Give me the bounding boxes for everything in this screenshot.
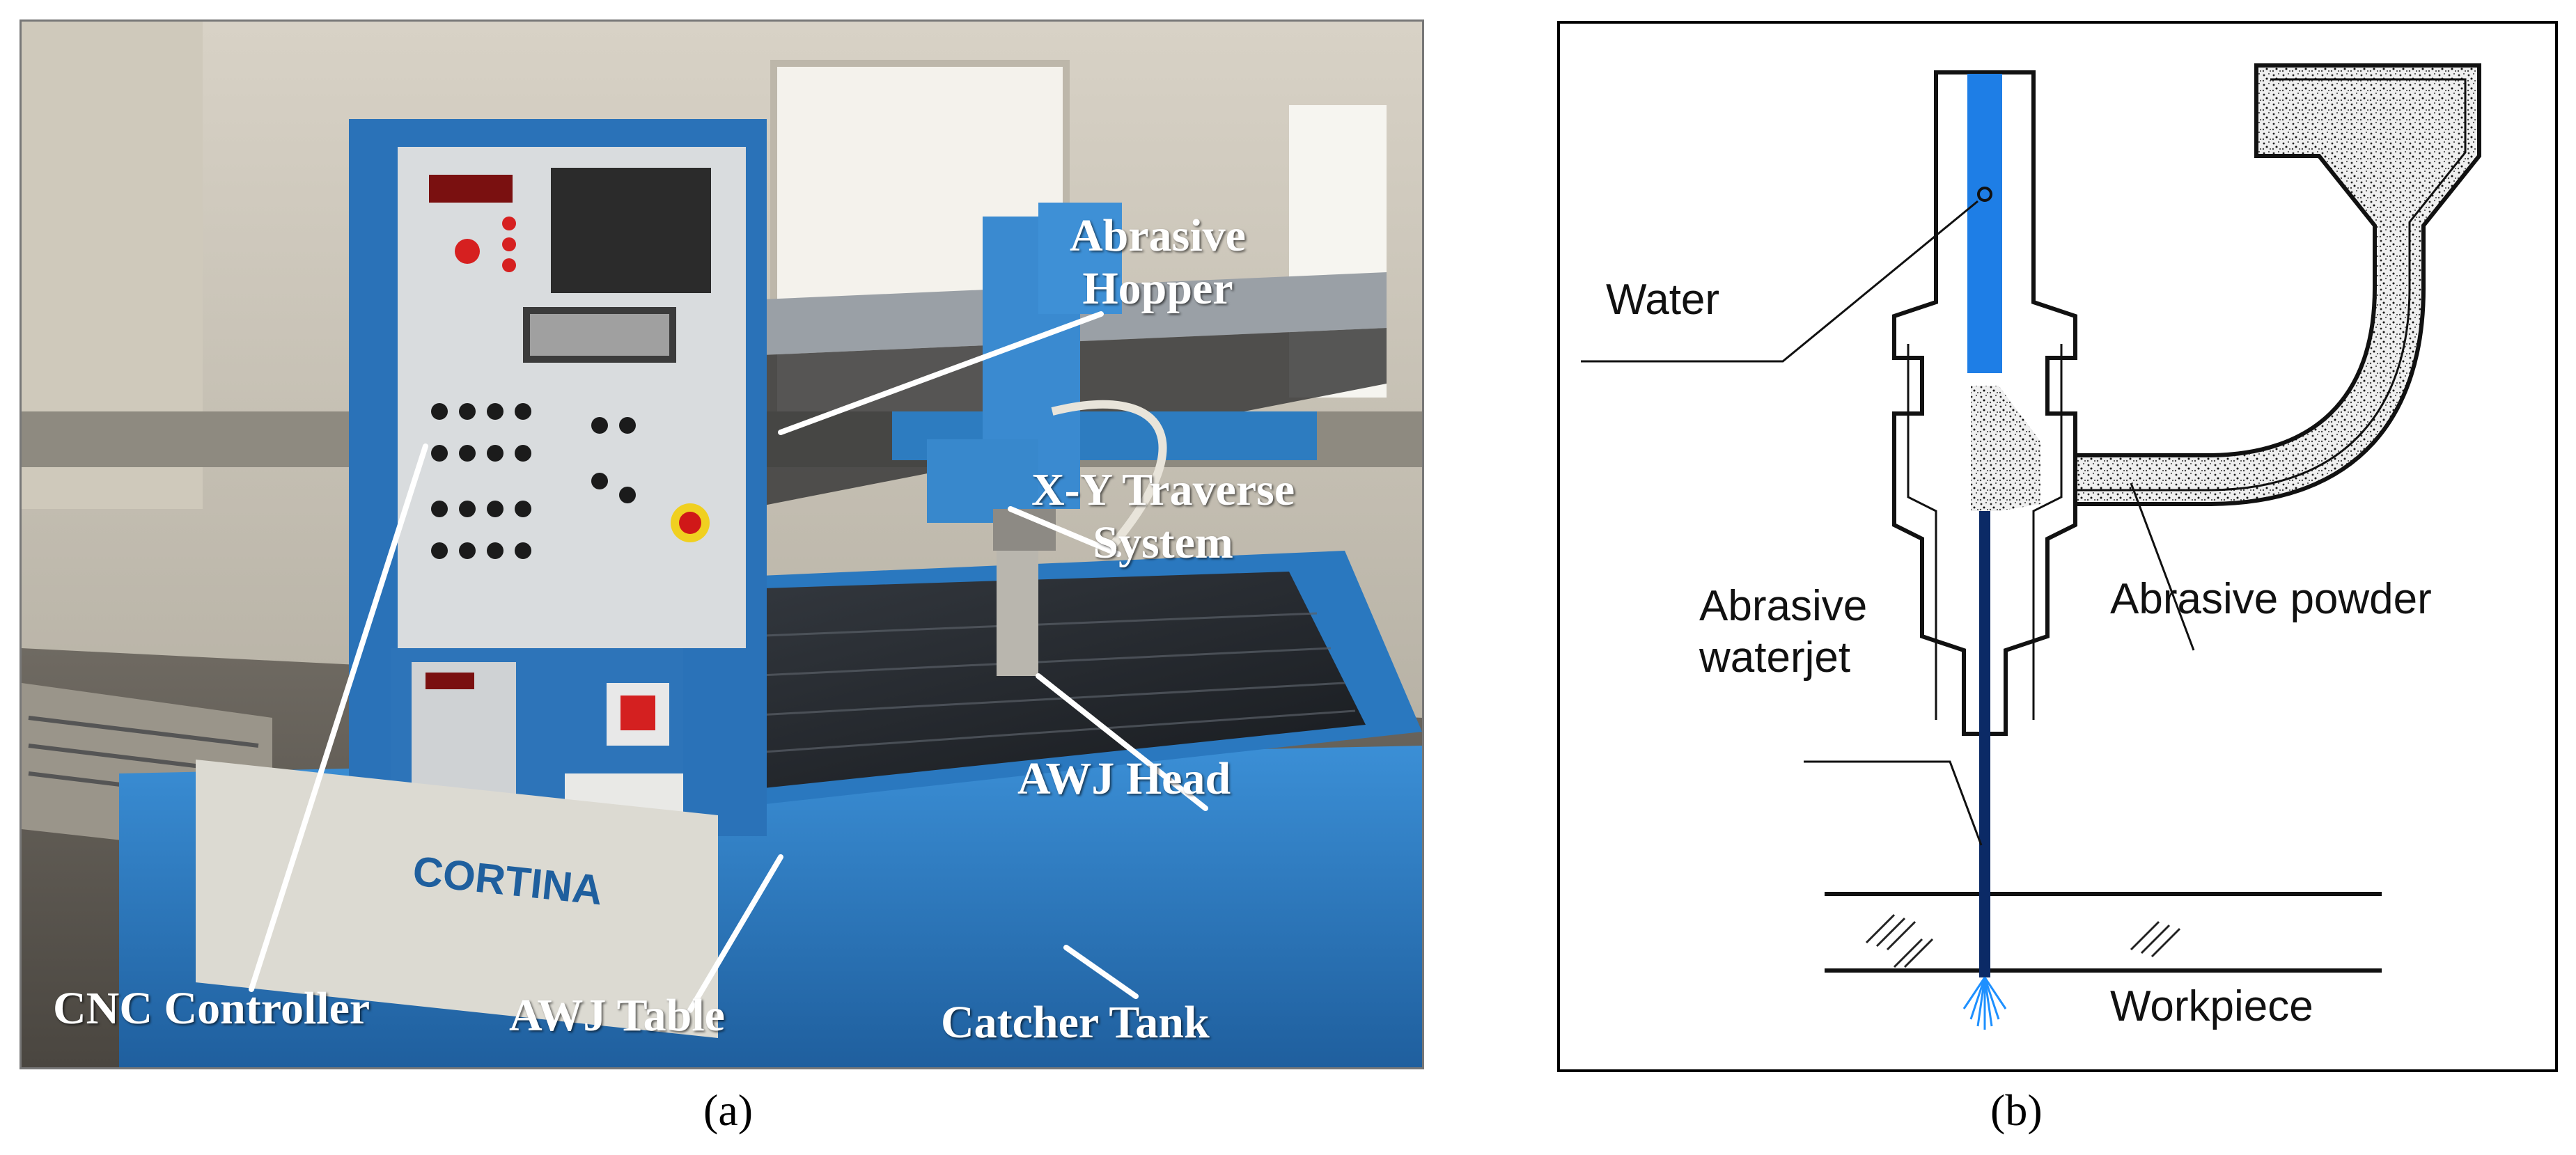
label-xy-traverse-system: X-Y Traverse System [1031, 464, 1295, 568]
workpiece-shape [1825, 873, 2382, 1030]
label-awj-table: AWJ Table [509, 990, 725, 1041]
leader-catcher-tank [1063, 945, 1139, 999]
label-water: Water [1606, 276, 1720, 324]
leader-water [1581, 200, 1978, 363]
leader-abrasive-waterjet [1804, 760, 1983, 846]
caption-a: (a) [703, 1085, 754, 1135]
label-cnc-controller: CNC Controller [53, 983, 370, 1034]
leader-abrasive-powder [2130, 482, 2195, 651]
panel-a-photo: CORTINA Abrasive Hopper X-Y Traverse Sys… [19, 19, 1424, 1069]
label-catcher-tank: Catcher Tank [941, 997, 1210, 1048]
panel-b-diagram: Water Abrasive powder Abrasive waterjet … [1557, 21, 2558, 1072]
abrasive-hopper-shape [2038, 63, 2481, 506]
label-awj-head: AWJ Head [1017, 753, 1231, 804]
leader-awj-table [687, 854, 783, 1013]
leader-abrasive-hopper [778, 311, 1104, 435]
caption-b: (b) [1990, 1085, 2043, 1135]
awj-nozzle-diagram [1581, 63, 2481, 1030]
label-abrasive-powder: Abrasive powder [2110, 575, 2432, 623]
water-column [1967, 74, 2002, 373]
label-abrasive-hopper: Abrasive Hopper [1070, 210, 1246, 314]
leader-awj-head [1036, 673, 1208, 811]
leader-xy-traverse [1008, 506, 1121, 557]
machine-illustration: CORTINA [22, 22, 1422, 1067]
water-orifice [1977, 187, 1992, 202]
focusing-tube-jet [1979, 511, 1990, 873]
label-abrasive-waterjet: Abrasive waterjet [1699, 582, 1868, 682]
leader-cnc-controller [249, 443, 428, 992]
label-workpiece: Workpiece [2110, 982, 2313, 1030]
